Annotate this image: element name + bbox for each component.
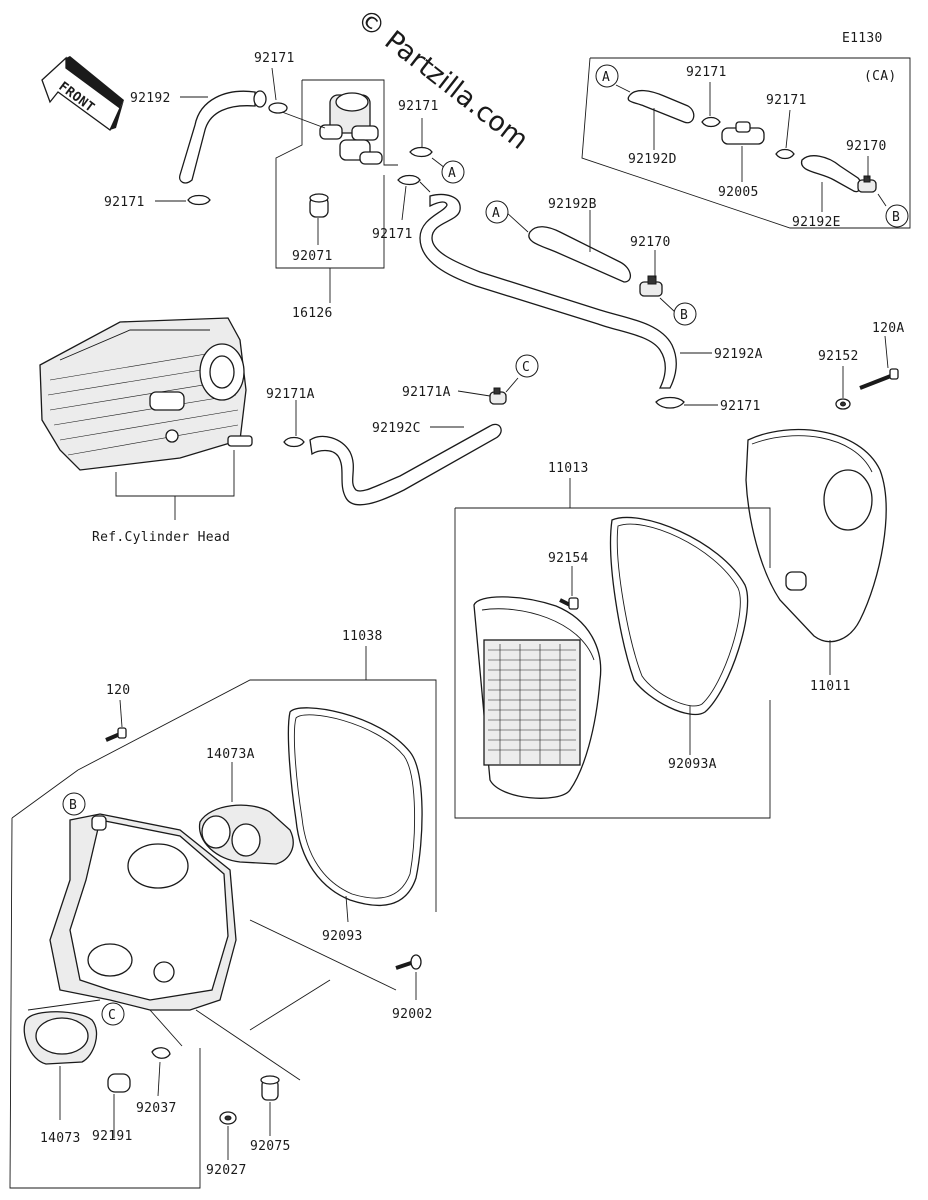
label-120A: 120A	[872, 321, 905, 336]
hose-92192C	[309, 423, 502, 506]
callout-B-1: B	[673, 302, 697, 326]
washer-92027	[219, 1111, 237, 1125]
label-92171-right: 92171	[720, 399, 761, 414]
callout-B-3: B	[62, 792, 86, 816]
label-92192E: 92192E	[792, 215, 841, 230]
clamp-92171-top	[268, 102, 288, 114]
label-11038: 11038	[342, 629, 383, 644]
label-14073: 14073	[40, 1131, 81, 1146]
clamp-92171A-left	[283, 436, 305, 448]
element-11013	[473, 596, 602, 799]
nipple-ref	[227, 435, 253, 447]
label-16126: 16126	[292, 306, 333, 321]
svg-text:A: A	[492, 206, 500, 221]
joint-92005	[721, 121, 765, 145]
label-92192C: 92192C	[372, 421, 421, 436]
cylinder-head	[39, 317, 247, 471]
label-11011: 11011	[810, 679, 851, 694]
clamp-92170	[639, 275, 663, 297]
callout-A-3: A	[595, 64, 619, 88]
clamp-92171-right	[655, 396, 685, 409]
label-ref-cylinder-head: Ref.Cylinder Head	[92, 530, 230, 545]
svg-text:B: B	[69, 798, 77, 813]
label-92002: 92002	[392, 1007, 433, 1022]
label-92171A-right: 92171A	[402, 385, 451, 400]
svg-text:C: C	[522, 360, 530, 375]
label-92171-ca: 92171	[686, 65, 727, 80]
clamp-92171-mid	[409, 146, 433, 158]
label-92192: 92192	[130, 91, 171, 106]
svg-text:B: B	[680, 308, 688, 323]
callout-A-1: A	[441, 160, 465, 184]
cap-92191	[107, 1073, 131, 1093]
svg-text:C: C	[108, 1008, 116, 1023]
label-92093: 92093	[322, 929, 363, 944]
gasket-92093A	[609, 516, 749, 716]
label-92171A-left: 92171A	[266, 387, 315, 402]
screw-92154	[559, 597, 579, 610]
label-92191: 92191	[92, 1129, 133, 1144]
label-92171-mid: 92171	[398, 99, 439, 114]
label-120: 120	[106, 683, 130, 698]
label-92075: 92075	[250, 1139, 291, 1154]
bolt-92002	[395, 954, 422, 970]
label-92037: 92037	[136, 1101, 177, 1116]
bolt-120	[105, 727, 127, 742]
label-92170: 92170	[630, 235, 671, 250]
callout-C-2: C	[101, 1002, 125, 1026]
clamp-92171-lower	[397, 174, 421, 186]
label-92171-lower: 92171	[372, 227, 413, 242]
bolt-120A	[859, 368, 899, 390]
label-92170-ca: 92170	[846, 139, 887, 154]
label-92171-left: 92171	[104, 195, 145, 210]
diagram-code: E1130	[842, 31, 883, 46]
clamp-92171A-right	[489, 387, 507, 405]
hose-92192B	[528, 226, 631, 283]
label-92152: 92152	[818, 349, 859, 364]
ca-variant-box	[581, 57, 911, 229]
label-92171-ca2: 92171	[766, 93, 807, 108]
intake-14073A	[198, 804, 294, 865]
clamp-92171-left	[187, 194, 211, 206]
washer-92152	[835, 398, 851, 410]
label-92005: 92005	[718, 185, 759, 200]
svg-text:A: A	[602, 70, 610, 85]
intake-14073	[23, 1011, 98, 1065]
label-92192D: 92192D	[628, 152, 677, 167]
valve-16126	[319, 92, 383, 165]
label-11013: 11013	[548, 461, 589, 476]
front-arrow-icon: FRONT	[41, 56, 124, 131]
label-92171-top: 92171	[254, 51, 295, 66]
cover-11011	[745, 429, 887, 643]
grommet-92075	[260, 1075, 280, 1101]
svg-text:A: A	[448, 166, 456, 181]
svg-text:B: B	[892, 210, 900, 225]
label-variant: (CA)	[864, 69, 897, 84]
label-14073A: 14073A	[206, 747, 255, 762]
housing-base	[49, 813, 237, 1011]
callout-B-2: B	[885, 204, 909, 228]
cap-92071	[309, 193, 329, 218]
label-92027: 92027	[206, 1163, 247, 1178]
hose-92192A	[419, 193, 677, 389]
label-92071: 92071	[292, 249, 333, 264]
callout-C-1: C	[515, 354, 539, 378]
clip-92037	[151, 1047, 171, 1059]
label-92154: 92154	[548, 551, 589, 566]
label-92192A: 92192A	[714, 347, 763, 362]
callout-A-2: A	[485, 200, 509, 224]
label-92093A: 92093A	[668, 757, 717, 772]
gasket-92093	[287, 707, 423, 906]
label-92192B: 92192B	[548, 197, 597, 212]
hose-92192	[179, 90, 267, 184]
